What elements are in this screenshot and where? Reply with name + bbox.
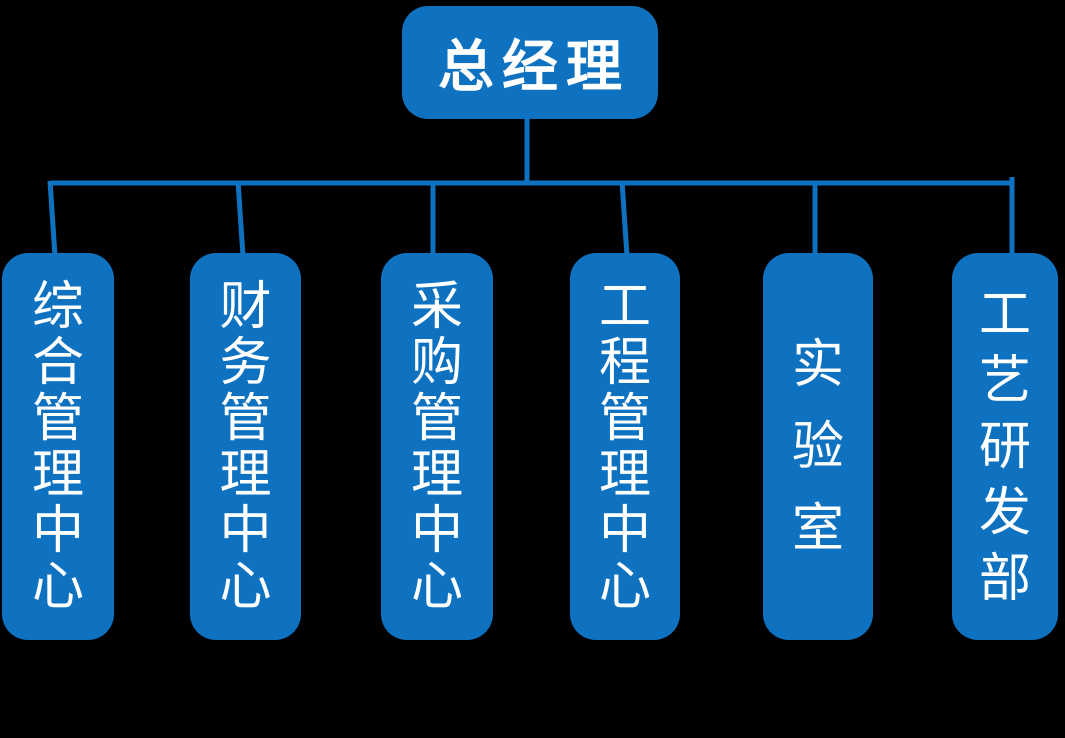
- node-label-char: 实: [791, 334, 844, 395]
- node-label-char: 理: [598, 444, 651, 505]
- node-label-char: 合: [31, 332, 84, 393]
- node-label-char: 发: [978, 482, 1031, 543]
- node-finance-management-center: 财务管理中心: [190, 253, 301, 640]
- node-label-char: 购: [410, 332, 463, 393]
- node-label-char: 心: [598, 556, 651, 617]
- node-label-char: 艺: [978, 350, 1031, 411]
- node-label-char: 心: [31, 556, 84, 617]
- node-label-char: 务: [219, 332, 272, 393]
- node-label-char: 验: [791, 416, 844, 477]
- node-label-char: 室: [791, 498, 844, 559]
- node-general-manager: 总经理: [402, 6, 658, 119]
- node-label-char: 研: [978, 416, 1031, 477]
- node-procurement-management-center: 采购管理中心: [381, 253, 493, 640]
- node-label-char: 中: [598, 500, 651, 561]
- node-label-char: 中: [219, 500, 272, 561]
- node-laboratory: 实验室: [763, 253, 873, 640]
- node-process-rd-department: 工艺研发部: [952, 253, 1058, 640]
- node-label-char: 理: [31, 444, 84, 505]
- node-label-char: 财: [219, 276, 272, 337]
- node-label-char: 理: [410, 444, 463, 505]
- node-engineering-management-center: 工程管理中心: [570, 253, 680, 640]
- node-label-char: 中: [410, 500, 463, 561]
- node-label-char: 中: [31, 500, 84, 561]
- node-label-char: 综: [31, 276, 84, 337]
- node-label-char: 管: [219, 388, 272, 449]
- node-label-char: 工: [598, 276, 651, 337]
- node-label-char: 管: [410, 388, 463, 449]
- node-label-char: 管: [31, 388, 84, 449]
- node-label-char: 采: [410, 276, 463, 337]
- node-label-char: 工: [978, 284, 1031, 345]
- node-label-char: 程: [598, 332, 651, 393]
- node-label-char: 部: [978, 548, 1031, 609]
- node-label-char: 心: [410, 556, 463, 617]
- node-comprehensive-management-center: 综合管理中心: [2, 253, 114, 640]
- node-label-char: 理: [219, 444, 272, 505]
- node-label-char: 管: [598, 388, 651, 449]
- node-label-char: 心: [219, 556, 272, 617]
